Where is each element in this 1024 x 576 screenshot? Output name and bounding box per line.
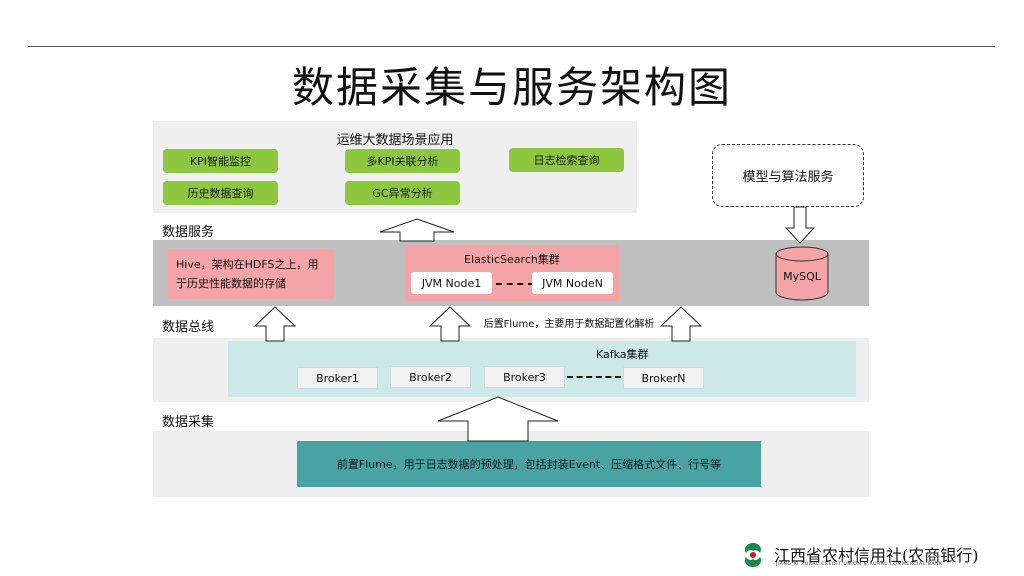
mysql-cylinder (775, 246, 829, 301)
kafka-title: Kafka集群 (596, 348, 649, 361)
arrow-up-icon (428, 306, 472, 342)
top-divider (28, 46, 995, 47)
brokers-dash (567, 376, 621, 378)
layer-data-service: 数据服务 (162, 225, 215, 240)
apps-title: 运维大数据场景应用 (336, 133, 454, 148)
app-multi-kpi: 多KPI关联分析 (345, 149, 460, 173)
app-kpi-monitor: KPI智能监控 (163, 149, 278, 173)
page-title: 数据采集与服务架构图 (291, 63, 732, 112)
arrow-up-icon (379, 218, 455, 242)
pre-flume-box: 前置Flume，用于日志数据的预处理，包括封装Event、压缩格式文件、行号等 (297, 441, 761, 487)
es-cluster-title: ElasticSearch集群 (464, 253, 560, 266)
jvm-node-n: JVM NodeN (532, 272, 613, 294)
app-log-search: 日志检索查询 (509, 148, 624, 172)
hive-box: Hive，架构在HDFS之上，用于历史性能数据的存储 (168, 249, 334, 299)
mysql-label: MySQL (783, 270, 821, 283)
jvm-node-1: JVM Node1 (411, 272, 492, 294)
layer-data-bus: 数据总线 (162, 320, 215, 335)
model-service-label: 模型与算法服务 (742, 170, 834, 185)
arrow-up-icon (437, 396, 559, 442)
broker-1: Broker1 (297, 367, 378, 389)
post-flume-note: 后置Flume，主要用于数据配置化解析 (483, 319, 655, 330)
arrow-up-icon (253, 306, 297, 342)
bank-logo-subtitle: JIANG XI RURAL CREDIT UNION & RURAL COMM… (776, 562, 943, 567)
broker-n: BrokerN (623, 367, 704, 389)
bank-logo-name: 江西省农村信用社(农商银行) (774, 546, 979, 565)
broker-2: Broker2 (390, 366, 471, 388)
bank-logo-icon (744, 543, 762, 567)
arrow-up-icon (659, 306, 703, 342)
es-nodes-dash (496, 283, 534, 285)
layer-data-collect: 数据采集 (162, 415, 215, 430)
arrow-down-icon (784, 206, 816, 244)
app-history-query: 历史数据查询 (163, 181, 278, 205)
hive-label: Hive，架构在HDFS之上，用于历史性能数据的存储 (176, 258, 319, 290)
app-gc-analysis: GC异常分析 (345, 181, 460, 205)
model-service-box: 模型与算法服务 (712, 144, 864, 207)
broker-3: Broker3 (484, 366, 565, 388)
